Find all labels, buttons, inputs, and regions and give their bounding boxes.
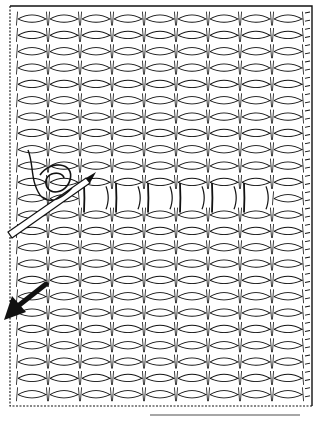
knitting-diagram: [0, 0, 323, 422]
